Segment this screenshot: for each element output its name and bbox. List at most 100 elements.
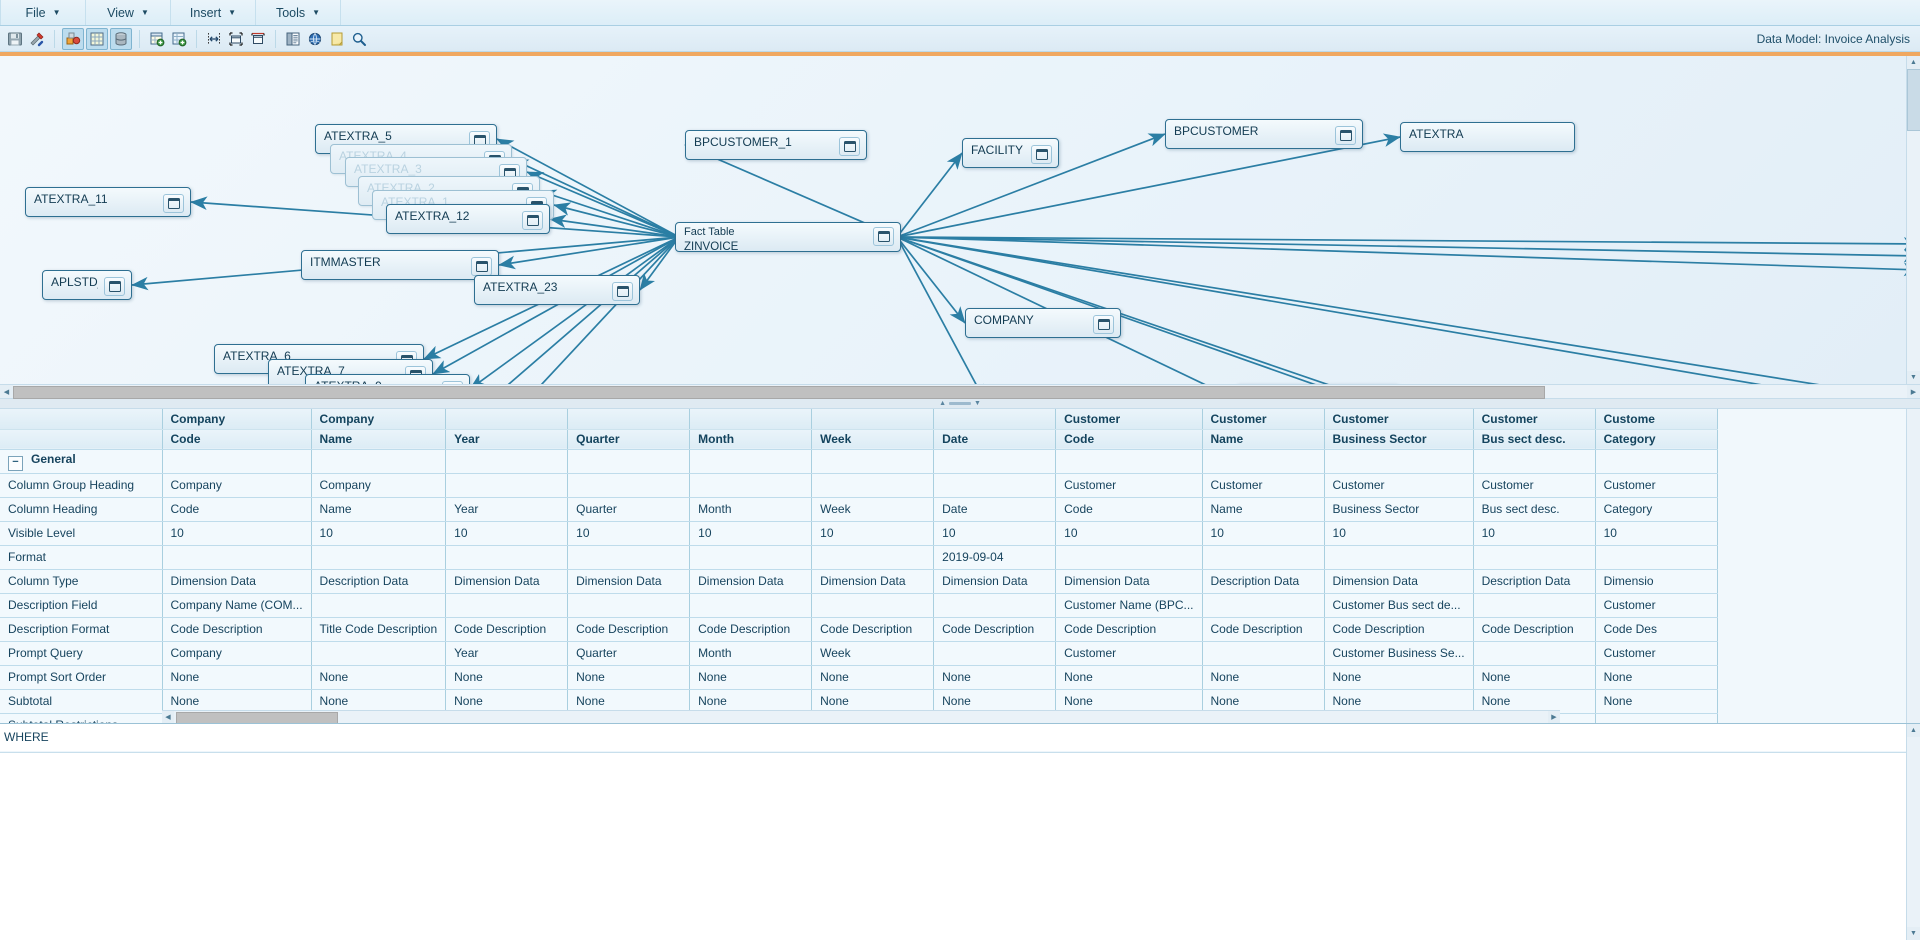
grid-cell[interactable]: None bbox=[1202, 665, 1325, 690]
grid-cell[interactable] bbox=[311, 545, 447, 570]
grid-cell[interactable] bbox=[567, 449, 691, 474]
grid-cell[interactable]: Code Description bbox=[1202, 617, 1325, 642]
grid-cell[interactable]: 10 bbox=[1324, 521, 1474, 546]
column-header[interactable]: Code bbox=[1055, 429, 1203, 450]
grid-cell[interactable]: Code Description bbox=[1324, 617, 1474, 642]
grid-cell[interactable] bbox=[1595, 449, 1718, 474]
panel-splitter[interactable]: ▲ ▼ bbox=[0, 399, 1920, 409]
grid-cell[interactable]: Code Description bbox=[162, 617, 312, 642]
scroll-down-icon[interactable]: ▼ bbox=[1907, 371, 1920, 384]
grid-cell[interactable]: None bbox=[162, 665, 312, 690]
scroll-left-icon[interactable]: ◀ bbox=[0, 385, 13, 398]
grid-row-label[interactable]: Column Heading bbox=[0, 497, 163, 522]
report-icon[interactable] bbox=[283, 29, 303, 49]
splitter-collapse-down-icon[interactable]: ▼ bbox=[974, 400, 981, 407]
table-node-itmmaster[interactable]: ITMMASTER bbox=[301, 250, 499, 280]
grid-cell[interactable] bbox=[311, 593, 447, 618]
grid-vertical-scrollbar[interactable] bbox=[1906, 409, 1920, 723]
grid-cell[interactable]: 10 bbox=[445, 521, 569, 546]
grid-row-label[interactable]: Visible Level bbox=[0, 521, 163, 546]
grid-cell[interactable]: Company Name (COM... bbox=[162, 593, 312, 618]
column-group-header[interactable]: Customer bbox=[1202, 409, 1325, 430]
grid-cell[interactable]: None bbox=[1055, 665, 1203, 690]
grid-cell[interactable]: 10 bbox=[1473, 521, 1596, 546]
grid-cell[interactable] bbox=[311, 449, 447, 474]
column-group-header[interactable]: Company bbox=[162, 409, 312, 430]
minimize-icon[interactable] bbox=[442, 381, 463, 384]
grid-cell[interactable]: Business Sector bbox=[1324, 497, 1474, 522]
grid-cell[interactable]: 10 bbox=[1055, 521, 1203, 546]
model-objects-icon[interactable] bbox=[62, 27, 84, 50]
minimize-icon[interactable] bbox=[1335, 126, 1356, 145]
grid-cell[interactable] bbox=[1595, 713, 1718, 723]
grid-cell[interactable] bbox=[1055, 449, 1203, 474]
grid-cell[interactable]: Month bbox=[689, 497, 813, 522]
grid-cell[interactable]: Code Description bbox=[1055, 617, 1203, 642]
grid-cell[interactable]: None bbox=[1324, 689, 1474, 714]
grid-cell[interactable] bbox=[567, 473, 691, 498]
grid-cell[interactable]: Dimensio bbox=[1595, 569, 1718, 594]
grid-cell[interactable]: Code Description bbox=[1473, 617, 1596, 642]
grid-cell[interactable] bbox=[445, 593, 569, 618]
grid-cell[interactable]: Title Code Description bbox=[311, 617, 447, 642]
web-publish-icon[interactable] bbox=[305, 29, 325, 49]
grid-cell[interactable]: None bbox=[162, 689, 312, 714]
column-group-header[interactable]: Company bbox=[311, 409, 447, 430]
grid-cell[interactable]: None bbox=[811, 689, 935, 714]
minimize-icon[interactable] bbox=[839, 137, 860, 156]
grid-cell[interactable] bbox=[689, 593, 813, 618]
grid-cell[interactable]: 10 bbox=[162, 521, 312, 546]
grid-cell[interactable] bbox=[811, 593, 935, 618]
grid-cell[interactable]: Description Data bbox=[311, 569, 447, 594]
grid-cell[interactable]: Customer bbox=[1595, 473, 1718, 498]
fit-page-icon[interactable] bbox=[226, 29, 246, 49]
grid-cell[interactable]: Dimension Data bbox=[1055, 569, 1203, 594]
grid-cell[interactable] bbox=[1202, 641, 1325, 666]
column-group-header[interactable]: Customer bbox=[1324, 409, 1474, 430]
table-node-atextra_11[interactable]: ATEXTRA_11 bbox=[25, 187, 191, 217]
grid-cell[interactable]: Year bbox=[445, 497, 569, 522]
grid-row-label[interactable]: Column Type bbox=[0, 569, 163, 594]
scroll-right-icon[interactable]: ▶ bbox=[1907, 385, 1920, 398]
grid-cell[interactable] bbox=[1055, 545, 1203, 570]
grid-cell[interactable]: Bus sect desc. bbox=[1473, 497, 1596, 522]
grid-cell[interactable]: Customer bbox=[1324, 473, 1474, 498]
column-header[interactable]: Name bbox=[1202, 429, 1325, 450]
grid-cell[interactable]: 10 bbox=[1202, 521, 1325, 546]
grid-cell[interactable]: None bbox=[445, 665, 569, 690]
grid-cell[interactable] bbox=[445, 545, 569, 570]
grid-cell[interactable] bbox=[162, 545, 312, 570]
grid-cell[interactable]: Code Des bbox=[1595, 617, 1718, 642]
note-icon[interactable] bbox=[327, 29, 347, 49]
splitter-collapse-up-icon[interactable]: ▲ bbox=[939, 400, 946, 407]
grid-cell[interactable]: Code bbox=[1055, 497, 1203, 522]
grid-cell[interactable] bbox=[1202, 593, 1325, 618]
tools-wrench-icon[interactable] bbox=[27, 29, 47, 49]
save-icon[interactable] bbox=[5, 29, 25, 49]
minimize-icon[interactable] bbox=[471, 257, 492, 276]
grid-cell[interactable]: Customer bbox=[1202, 473, 1325, 498]
grid-cell[interactable]: Month bbox=[689, 641, 813, 666]
grid-cell[interactable]: Year bbox=[445, 641, 569, 666]
grid-cell[interactable]: None bbox=[1473, 665, 1596, 690]
menu-item-insert[interactable]: Insert ▼ bbox=[171, 0, 256, 25]
grid-cell[interactable]: Company bbox=[311, 473, 447, 498]
grid-cell[interactable] bbox=[689, 449, 813, 474]
table-node-company[interactable]: COMPANY bbox=[965, 308, 1121, 338]
grid-cell[interactable] bbox=[445, 473, 569, 498]
column-header[interactable]: Year bbox=[445, 429, 569, 450]
scroll-left-icon[interactable]: ◀ bbox=[162, 711, 174, 723]
grid-cell[interactable]: None bbox=[1202, 689, 1325, 714]
minimize-icon[interactable] bbox=[873, 227, 894, 246]
table-node-aplstd_2[interactable]: APLSTD_2 bbox=[42, 270, 132, 300]
grid-cell[interactable] bbox=[162, 449, 312, 474]
minimize-icon[interactable] bbox=[1031, 145, 1052, 164]
column-header[interactable]: Bus sect desc. bbox=[1473, 429, 1596, 450]
grid-cell[interactable] bbox=[1202, 449, 1325, 474]
